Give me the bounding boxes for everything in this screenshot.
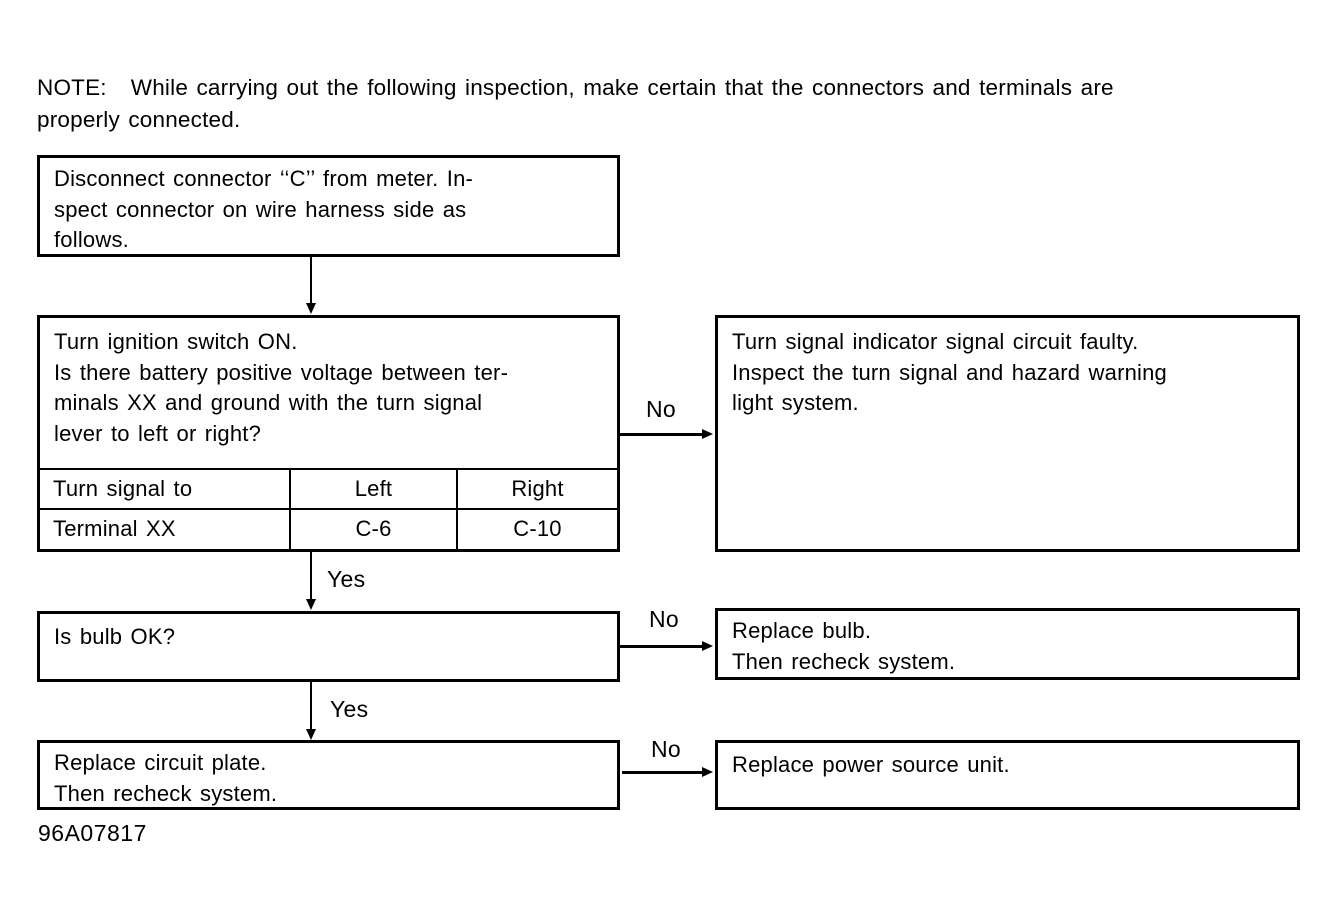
- no-label-1: No: [646, 396, 677, 422]
- yes-label-2: Yes: [330, 696, 369, 722]
- no-label-2: No: [649, 606, 680, 632]
- box-line: Then recheck system.: [732, 648, 956, 674]
- box-line: light system.: [732, 390, 859, 415]
- box-line: Is there battery positive voltage betwee…: [54, 359, 509, 385]
- box-line: Replace circuit plate.: [54, 750, 267, 775]
- box-line: Inspect the turn signal and hazard warni…: [732, 359, 1167, 385]
- table-header-right: Right: [458, 470, 617, 510]
- table-cell-c6: C-6: [291, 509, 458, 549]
- box-line: lever to left or right?: [54, 420, 262, 446]
- arrowhead-down-2-icon: [306, 599, 316, 610]
- arrowhead-right-1-icon: [702, 429, 713, 439]
- table-header-turn-signal-to: Turn signal to: [40, 470, 291, 510]
- box-line: Turn ignition switch ON.: [54, 329, 298, 354]
- box-voltage-check: Turn ignition switch ON. Is there batter…: [37, 315, 620, 552]
- box-replace-bulb: Replace bulb. Then recheck system.: [715, 608, 1300, 680]
- box-turn-signal-circuit-faulty: Turn signal indicator signal circuit fau…: [715, 315, 1300, 552]
- box-line: Replace power source unit.: [732, 752, 1010, 777]
- signal-terminal-table: Turn signal to Left Right Terminal XX C-…: [40, 468, 617, 549]
- connector-yes-1: [310, 552, 312, 602]
- box-line: follows.: [54, 227, 129, 252]
- box-line: Replace bulb.: [732, 618, 872, 643]
- box-line: Disconnect connector ‘‘C’’ from meter. I…: [54, 166, 474, 191]
- note: NOTE: While carrying out the following in…: [37, 72, 1317, 136]
- connector-no-1: [620, 433, 705, 436]
- table-header-left: Left: [291, 470, 458, 510]
- connector-no-3: [622, 771, 705, 774]
- table-cell-terminal-xx: Terminal XX: [40, 509, 291, 549]
- no-label-3: No: [651, 736, 682, 762]
- arrowhead-down-3-icon: [306, 729, 316, 740]
- arrowhead-right-3-icon: [702, 767, 713, 777]
- figure-code: 96A07817: [38, 820, 147, 846]
- arrowhead-right-2-icon: [702, 641, 713, 651]
- note-text-line2: properly connected.: [37, 107, 241, 132]
- box-replace-circuit-plate: Replace circuit plate. Then recheck syst…: [37, 740, 620, 810]
- yes-label-1: Yes: [327, 566, 366, 592]
- box-disconnect-connector: Disconnect connector ‘‘C’’ from meter. I…: [37, 155, 620, 257]
- arrowhead-down-1-icon: [306, 303, 316, 314]
- box-line: Then recheck system.: [54, 780, 278, 806]
- table-cell-c10: C-10: [513, 516, 562, 542]
- connector-no-2: [620, 645, 705, 648]
- box-is-bulb-ok: Is bulb OK?: [37, 611, 620, 682]
- note-label: NOTE:: [37, 75, 107, 100]
- connector-yes-2: [310, 682, 312, 732]
- box-line: Is bulb OK?: [54, 624, 176, 649]
- connector-down-1: [310, 257, 312, 306]
- note-line-1: NOTE: While carrying out the following in…: [37, 72, 1317, 104]
- box-line: minals XX and ground with the turn signa…: [54, 390, 483, 415]
- box-replace-power-source-unit: Replace power source unit.: [715, 740, 1300, 810]
- box-line: spect connector on wire harness side as: [54, 196, 467, 222]
- box-line: Turn signal indicator signal circuit fau…: [732, 329, 1139, 354]
- note-text-line1: While carrying out the following inspect…: [130, 75, 1114, 100]
